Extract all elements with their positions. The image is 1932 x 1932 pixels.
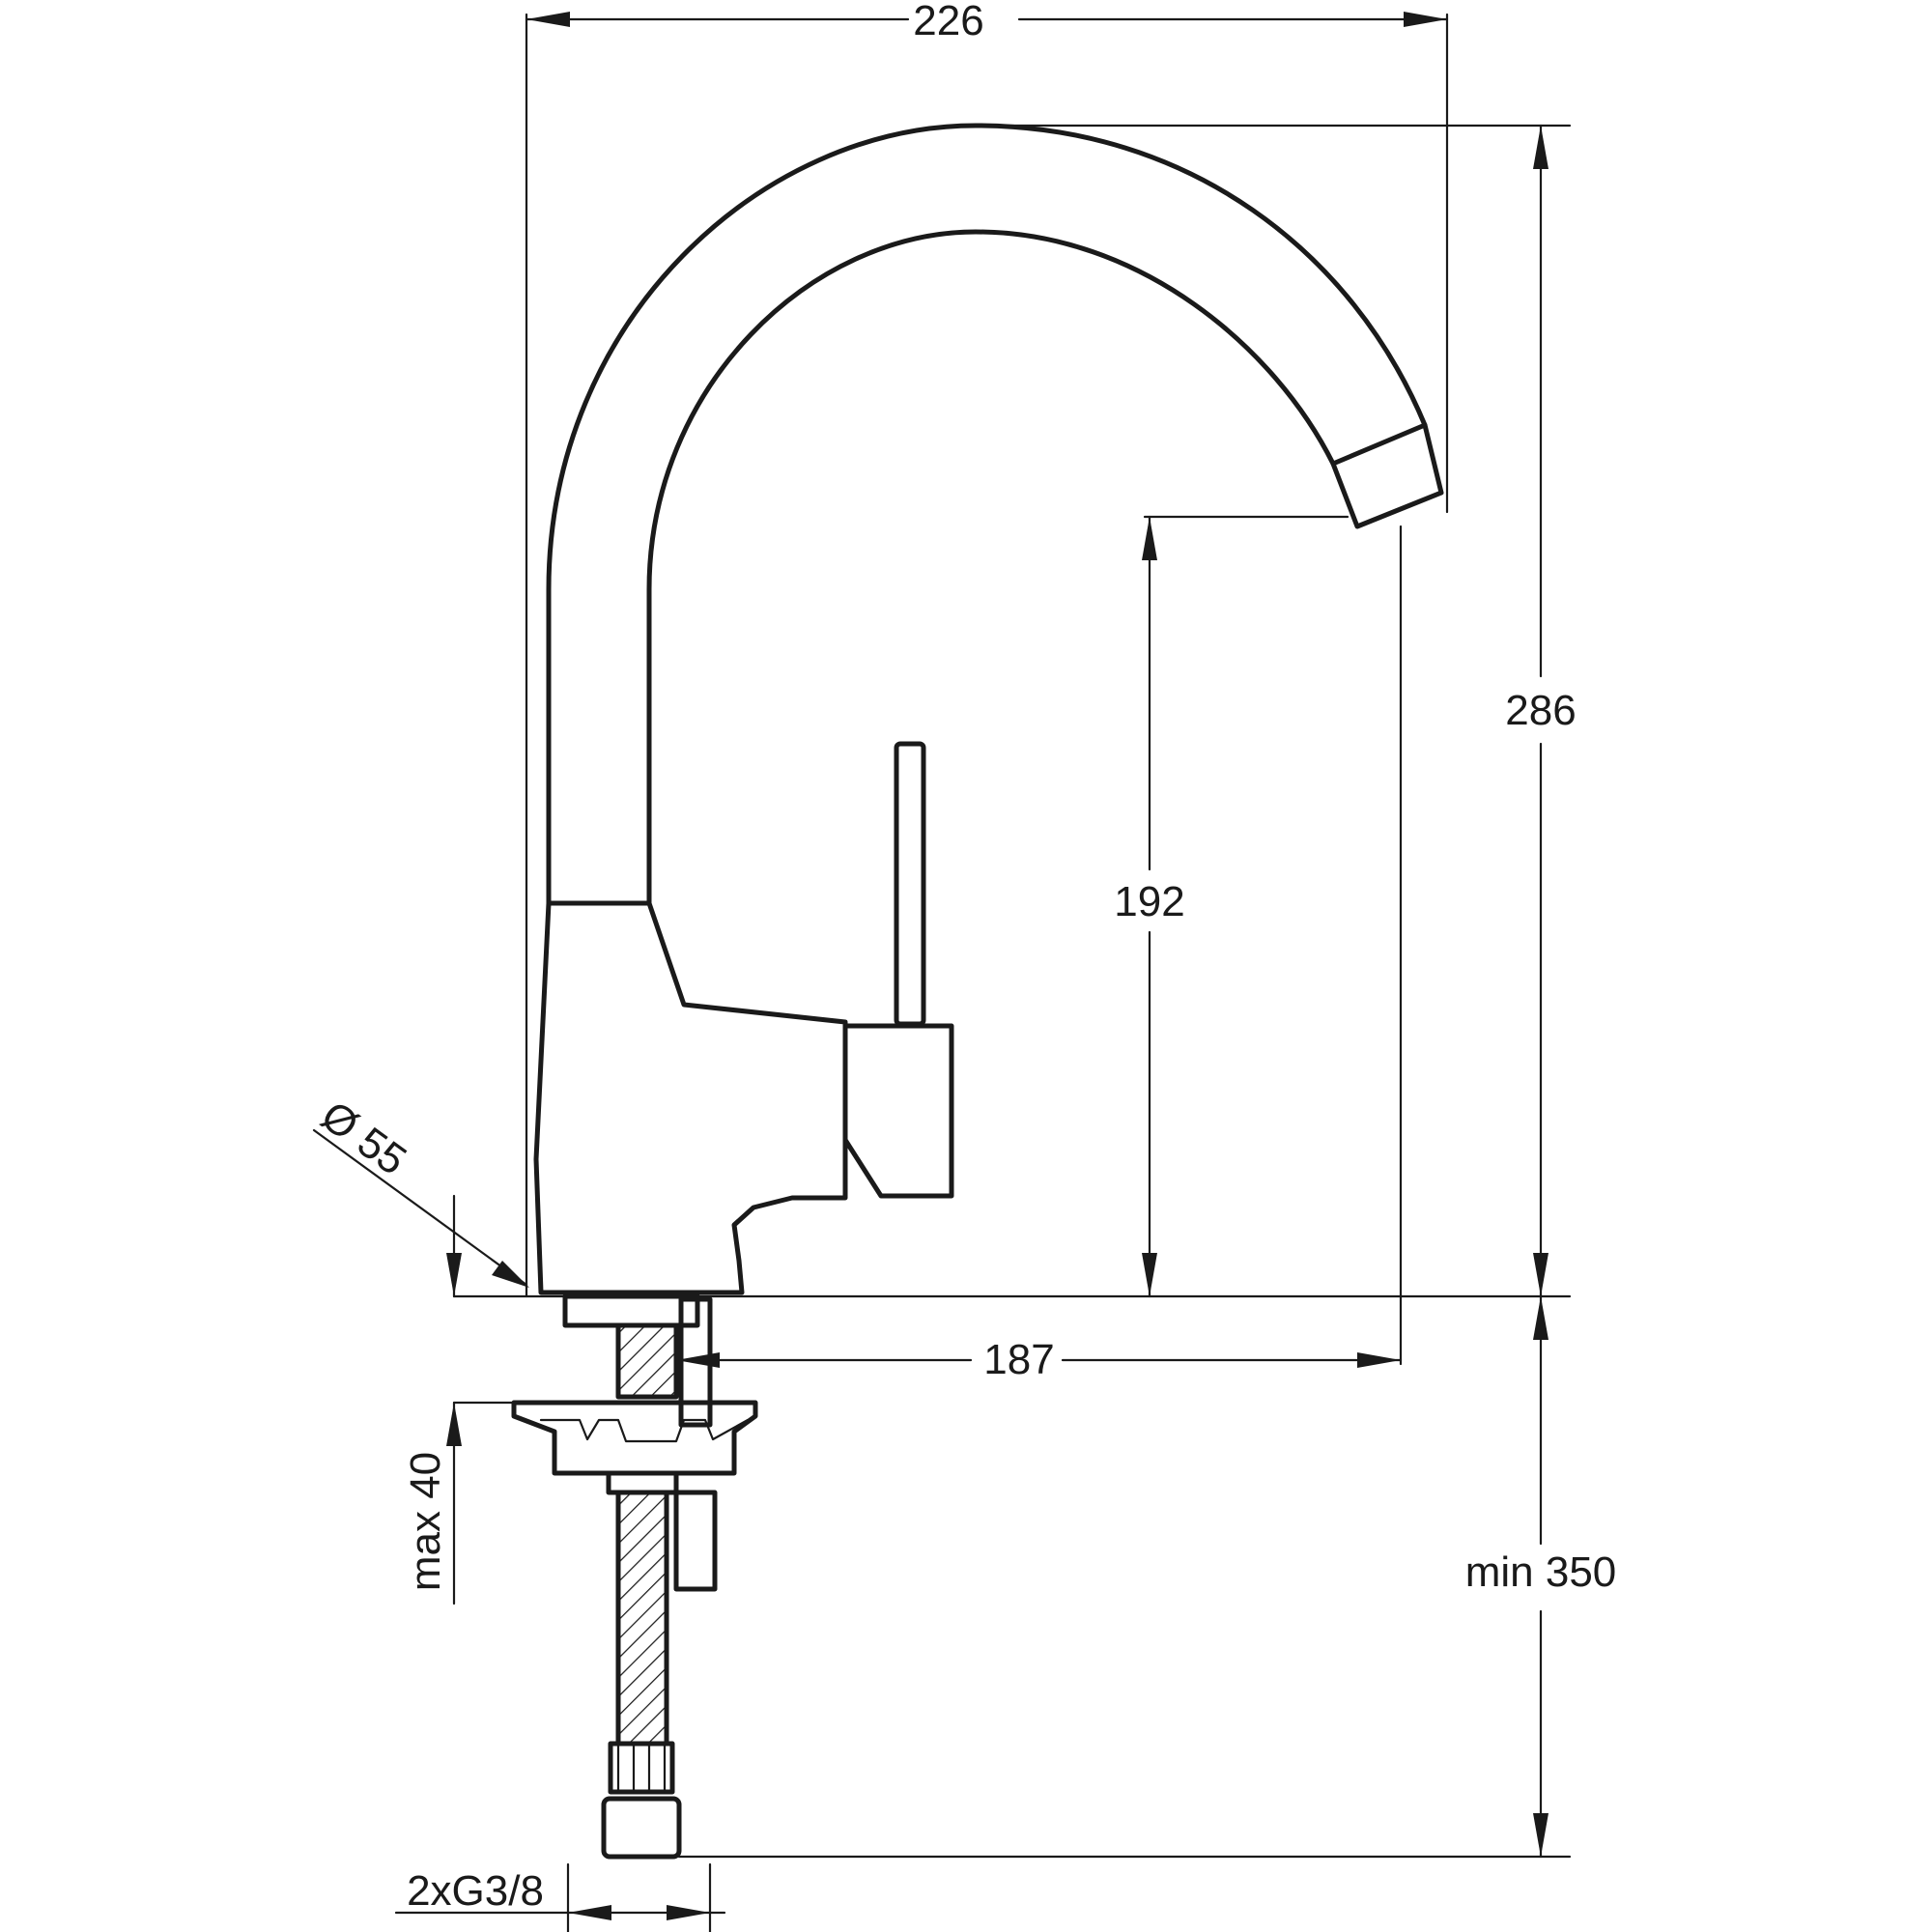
hose-nut bbox=[601, 1796, 682, 1860]
braided-hose-pattern bbox=[620, 1494, 665, 1742]
arrowhead bbox=[446, 1253, 462, 1296]
supply-rod bbox=[673, 1490, 718, 1592]
mounting-plate bbox=[511, 1400, 758, 1476]
label-overall-width: 226 bbox=[913, 0, 983, 44]
arrowhead bbox=[1404, 12, 1447, 27]
hose-ferrule bbox=[608, 1741, 675, 1795]
arrowhead bbox=[1357, 1352, 1401, 1368]
label-spout-clearance: 192 bbox=[1114, 878, 1184, 925]
label-overall-height: 286 bbox=[1505, 687, 1576, 734]
dimension-labels: 226 286 192 187 min 350 max 40 Ø 55 2xG3… bbox=[313, 0, 1617, 1915]
arrowhead bbox=[1533, 126, 1548, 169]
arrowhead bbox=[1142, 517, 1157, 560]
label-max-deck-thickness: max 40 bbox=[402, 1452, 449, 1591]
lever-housing bbox=[842, 1023, 954, 1199]
arrowhead bbox=[667, 1905, 710, 1920]
lever-handle bbox=[894, 741, 926, 1027]
spout-inner-outline bbox=[646, 229, 1336, 906]
mounting-plate-teeth bbox=[539, 1418, 750, 1443]
arrowhead bbox=[568, 1905, 611, 1920]
label-spout-reach: 187 bbox=[983, 1336, 1054, 1383]
faucet-body bbox=[511, 123, 1444, 1860]
aerator-tip bbox=[1330, 422, 1444, 529]
body-outline bbox=[533, 900, 848, 1295]
label-base-diameter: Ø 55 bbox=[313, 1092, 415, 1184]
arrowhead bbox=[492, 1261, 529, 1288]
label-connections: 2xG3/8 bbox=[407, 1867, 544, 1915]
arrowhead bbox=[446, 1403, 462, 1446]
label-min-hose-length: min 350 bbox=[1465, 1548, 1617, 1596]
arrowhead bbox=[1533, 1253, 1548, 1296]
arrowhead bbox=[1142, 1253, 1157, 1296]
arrowhead bbox=[676, 1352, 720, 1368]
spout-outer-outline bbox=[546, 123, 1428, 906]
arrowhead bbox=[526, 12, 570, 27]
arrowhead bbox=[1533, 1813, 1548, 1857]
threaded-stud-pattern bbox=[620, 1327, 674, 1395]
arrowhead bbox=[1533, 1296, 1548, 1340]
dimension-lines bbox=[312, 12, 1572, 1932]
mounting-nut bbox=[606, 1470, 679, 1495]
base-ring bbox=[562, 1293, 700, 1328]
dim-leader-diameter bbox=[312, 1128, 528, 1287]
